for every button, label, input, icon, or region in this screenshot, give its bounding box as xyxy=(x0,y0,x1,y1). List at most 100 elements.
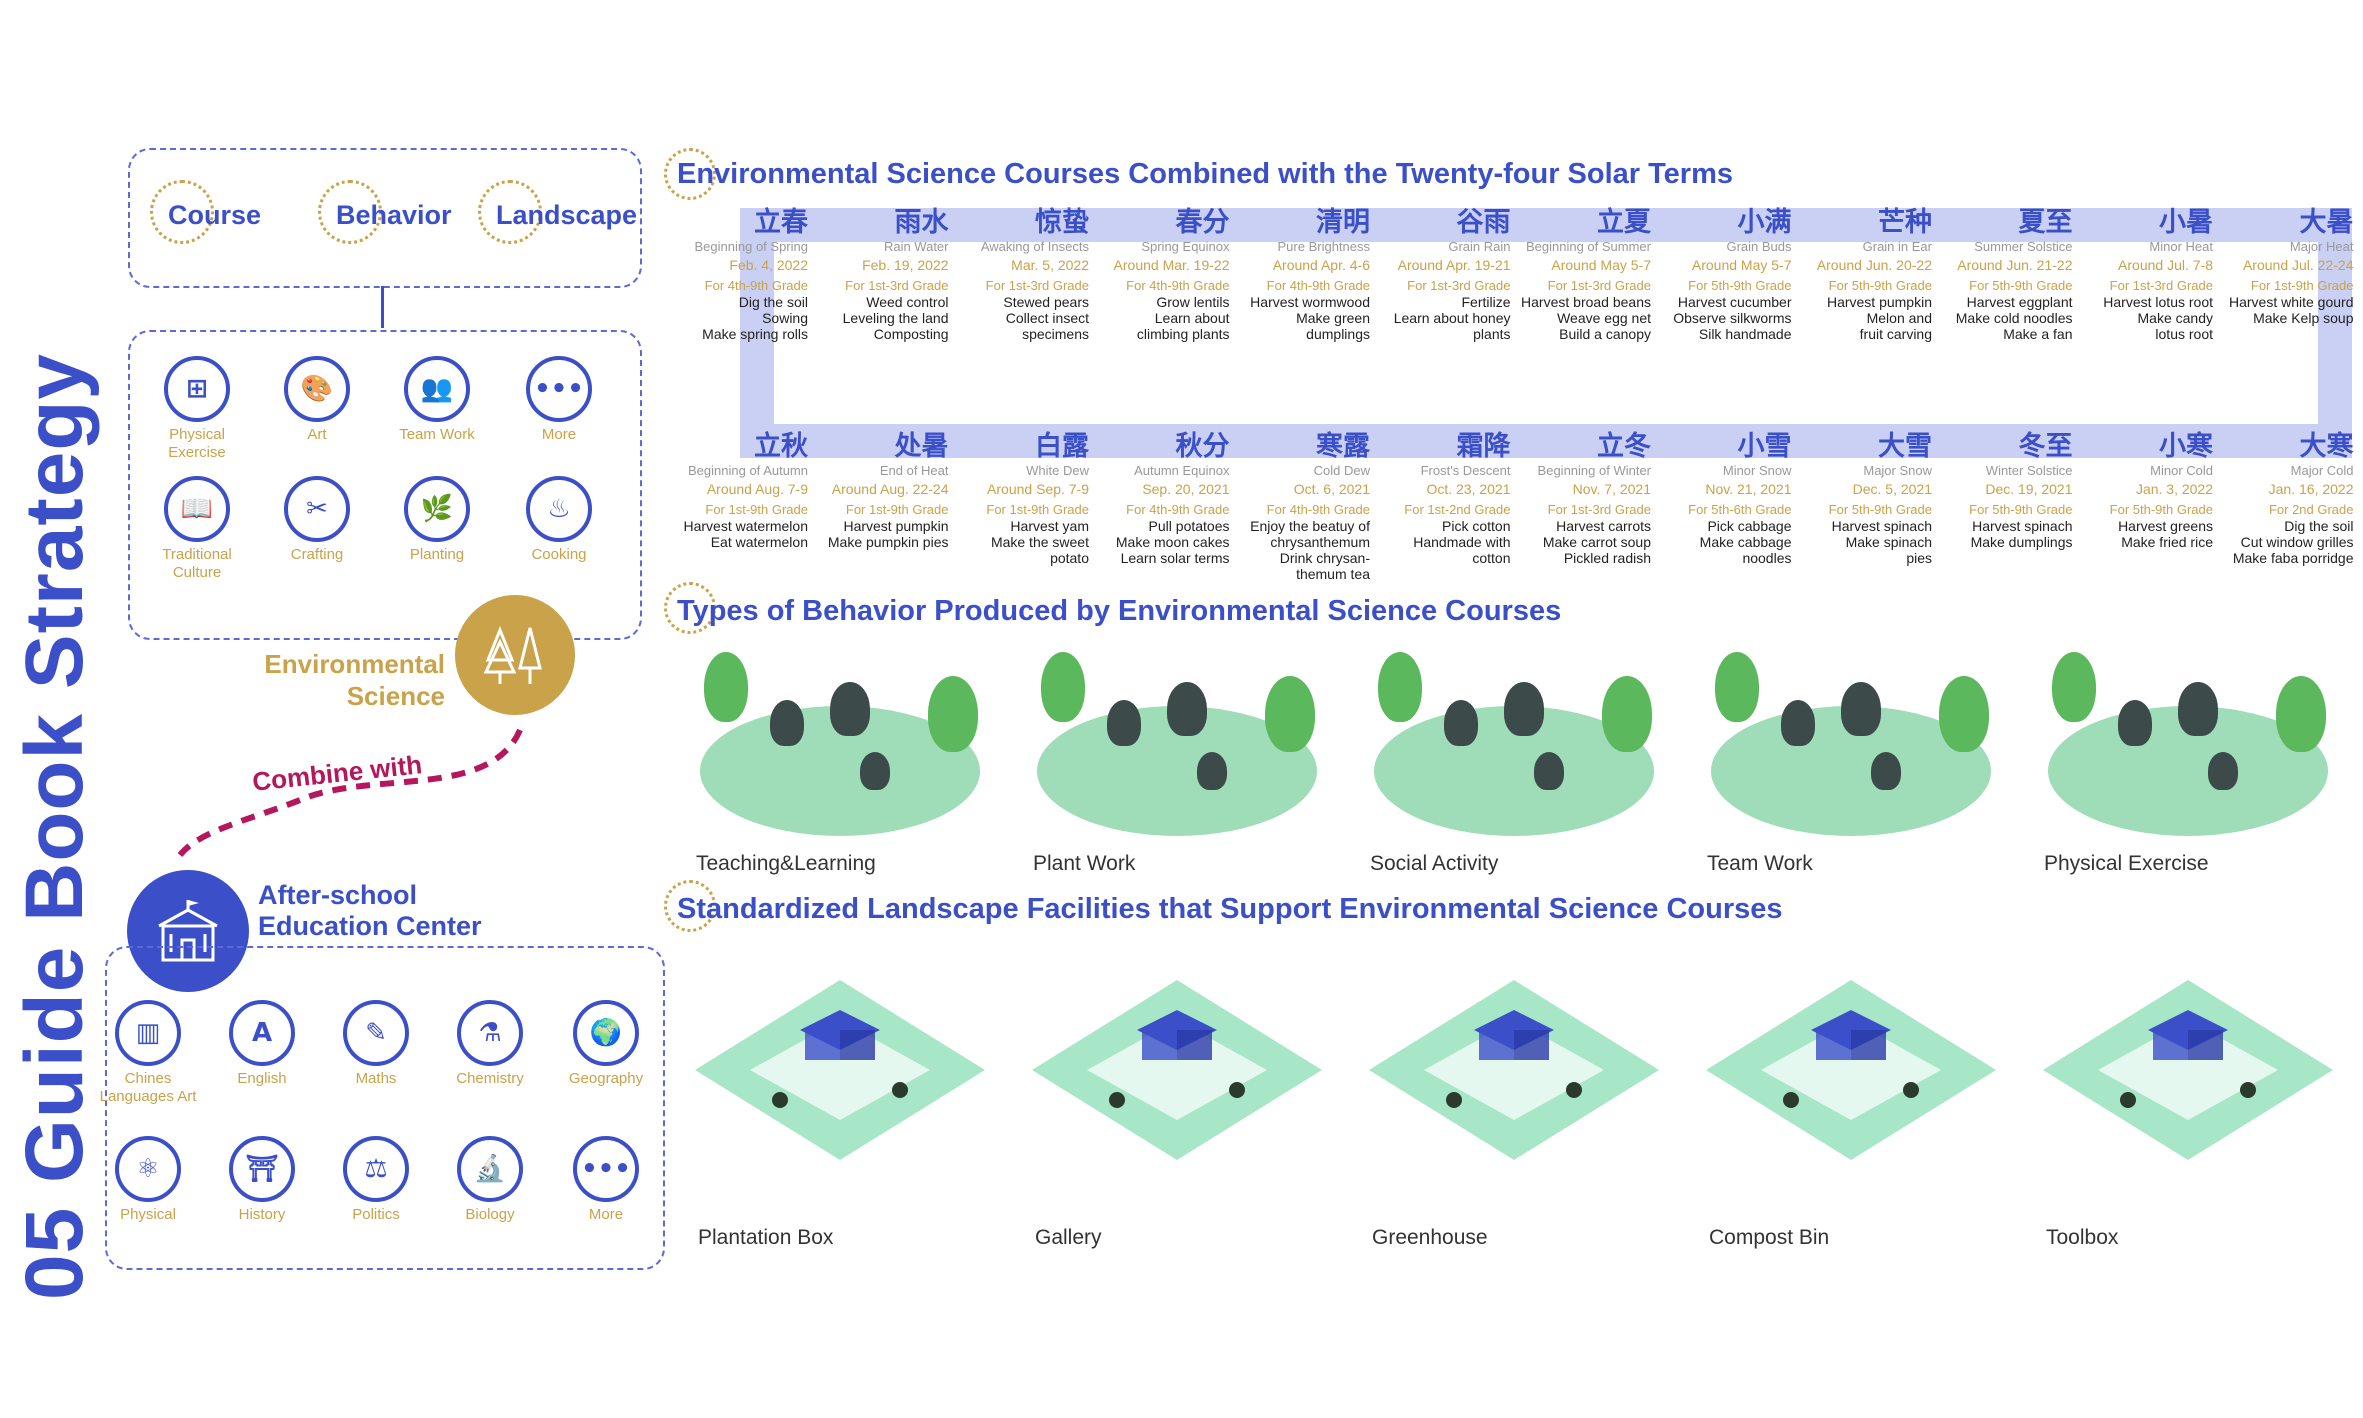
term-grade: For 1st-3rd Grade xyxy=(985,278,1089,293)
term-date: Around Jun. 21-22 xyxy=(1957,257,2073,273)
behavior-item[interactable]: ••• More xyxy=(509,356,609,444)
solar-term[interactable]: 小暑 Minor Heat Around Jul. 7-8 For 1st-3r… xyxy=(2073,207,2213,342)
temple-icon: ⛩ xyxy=(229,1136,295,1202)
term-chinese-name: 冬至 xyxy=(2018,431,2073,462)
course-item[interactable]: 🌍 Geography xyxy=(556,1000,656,1088)
term-activity: Learn about xyxy=(1154,310,1230,326)
solar-term[interactable]: 小雪 Minor Snow Nov. 21, 2021 For 5th-6th … xyxy=(1652,431,1792,566)
behavior-item[interactable]: ♨ Cooking xyxy=(509,476,609,564)
term-chinese-name: 立冬 xyxy=(1597,431,1651,462)
solar-term[interactable]: 大寒 Major Cold Jan. 16, 2022 For 2nd Grad… xyxy=(2214,431,2354,566)
solar-term[interactable]: 大雪 Major Snow Dec. 5, 2021 For 5th-9th G… xyxy=(1792,431,1932,566)
term-chinese-name: 大寒 xyxy=(2299,431,2354,462)
facility-illustration xyxy=(2043,980,2333,1160)
behavior-item[interactable]: 🌿 Planting xyxy=(387,476,487,564)
course-item[interactable]: ▥ Chines Languages Art xyxy=(98,1000,198,1106)
school-badge xyxy=(127,870,249,992)
course-item[interactable]: 🔬 Biology xyxy=(440,1136,540,1224)
term-english-name: Beginning of Summer xyxy=(1525,239,1651,254)
tab-landscape[interactable]: Landscape xyxy=(496,200,638,230)
term-chinese-name: 立秋 xyxy=(754,431,808,462)
environmental-science-badge xyxy=(455,595,575,715)
tab-course[interactable]: Course xyxy=(168,200,262,230)
solar-term[interactable]: 处暑 End of Heat Around Aug. 22-24 For 1st… xyxy=(809,431,949,550)
palette-icon: 🎨 xyxy=(284,356,350,422)
behavior-item[interactable]: 📖 Traditional Culture xyxy=(147,476,247,582)
term-grade: For 4th-9th Grade xyxy=(1266,502,1370,517)
solar-term[interactable]: 大暑 Major Heat Around Jul. 22-24 For 1st-… xyxy=(2214,207,2354,326)
solar-term[interactable]: 白露 White Dew Around Sep. 7-9 For 1st-9th… xyxy=(949,431,1089,566)
person-figure xyxy=(2178,682,2218,736)
solar-term[interactable]: 秋分 Autumn Equinox Sep. 20, 2021 For 4th-… xyxy=(1090,431,1230,566)
tab-behavior[interactable]: Behavior xyxy=(336,200,452,230)
solar-term[interactable]: 小寒 Minor Cold Jan. 3, 2022 For 5th-9th G… xyxy=(2073,431,2213,550)
term-activity: Observe silkworms xyxy=(1673,310,1792,326)
term-grade: For 1st-3rd Grade xyxy=(2109,278,2213,293)
solar-term[interactable]: 寒露 Cold Dew Oct. 6, 2021 For 4th-9th Gra… xyxy=(1230,431,1370,582)
solar-term[interactable]: 立秋 Beginning of Autumn Around Aug. 7-9 F… xyxy=(668,431,809,550)
solar-term[interactable]: 立夏 Beginning of Summer Around May 5-7 Fo… xyxy=(1511,207,1651,342)
scales-icon: ⚖ xyxy=(343,1136,409,1202)
term-chinese-name: 大暑 xyxy=(2299,207,2354,238)
term-activity: Enjoy the beatuy of xyxy=(1250,518,1370,534)
behavior-item[interactable]: 🎨 Art xyxy=(267,356,367,444)
behavior-item[interactable]: 👥 Team Work xyxy=(387,356,487,444)
term-chinese-name: 处暑 xyxy=(894,431,949,462)
facility-caption: Gallery xyxy=(1035,1226,1102,1249)
behavior-caption: Team Work xyxy=(1707,852,1813,875)
term-english-name: Rain Water xyxy=(883,239,949,254)
behavior-item[interactable]: ⊞ Physical Exercise xyxy=(147,356,247,462)
book-icon: 📖 xyxy=(164,476,230,542)
behavior-item[interactable]: ✂ Crafting xyxy=(267,476,367,564)
solar-term[interactable]: 春分 Spring Equinox Around Mar. 19-22 For … xyxy=(1090,207,1230,342)
term-activity: Dig the soil xyxy=(738,294,808,310)
term-chinese-name: 小雪 xyxy=(1737,431,1792,462)
term-grade: For 4th-9th Grade xyxy=(1126,502,1230,517)
course-item[interactable]: ⚖ Politics xyxy=(326,1136,426,1224)
term-activity: Fertilize xyxy=(1461,294,1511,310)
term-activity: Learn about honey xyxy=(1393,310,1511,326)
solar-section-title: Environmental Science Courses Combined w… xyxy=(677,158,1734,190)
facility-illustration xyxy=(1369,980,1659,1160)
term-activity: noodles xyxy=(1742,550,1792,566)
person-figure xyxy=(1197,752,1227,790)
solar-term[interactable]: 清明 Pure Brightness Around Apr. 4-6 For 4… xyxy=(1230,207,1370,342)
microscope-icon: 🔬 xyxy=(457,1136,523,1202)
term-chinese-name: 惊蛰 xyxy=(1035,207,1089,238)
books-icon: ▥ xyxy=(115,1000,181,1066)
course-item[interactable]: ⚛ Physical xyxy=(98,1136,198,1224)
term-date: Oct. 23, 2021 xyxy=(1426,481,1511,497)
solar-term[interactable]: 冬至 Winter Solstice Dec. 19, 2021 For 5th… xyxy=(1933,431,2073,550)
solar-term[interactable]: 雨水 Rain Water Feb. 19, 2022 For 1st-3rd … xyxy=(809,207,949,342)
solar-term[interactable]: 立春 Beginning of Spring Feb. 4, 2022 For … xyxy=(668,207,808,342)
solar-term[interactable]: 谷雨 Grain Rain Around Apr. 19-21 For 1st-… xyxy=(1371,207,1511,342)
behavior-item-label: Cooking xyxy=(531,546,587,563)
solar-term[interactable]: 芒种 Grain in Ear Around Jun. 20-22 For 5t… xyxy=(1792,207,1932,342)
tree-icon xyxy=(2276,676,2326,752)
course-item[interactable]: A English xyxy=(212,1000,312,1088)
term-chinese-name: 谷雨 xyxy=(1456,207,1511,238)
environmental-science-label: Environmental Science xyxy=(264,649,445,711)
course-item[interactable]: ••• More xyxy=(556,1136,656,1224)
solar-term[interactable]: 立冬 Beginning of Winter Nov. 7, 2021 For … xyxy=(1511,431,1651,566)
term-activity: Dig the soil xyxy=(2284,518,2354,534)
course-item[interactable]: ✎ Maths xyxy=(326,1000,426,1088)
solar-term[interactable]: 小满 Grain Buds Around May 5-7 For 5th-9th… xyxy=(1652,207,1792,342)
term-english-name: End of Heat xyxy=(879,463,949,478)
globe-icon: 🌍 xyxy=(573,1000,639,1066)
course-item[interactable]: ⛩ History xyxy=(212,1136,312,1224)
term-activity: plants xyxy=(1473,326,1511,342)
behavior-caption: Social Activity xyxy=(1370,852,1499,875)
course-item[interactable]: ⚗ Chemistry xyxy=(440,1000,540,1088)
solar-term[interactable]: 夏至 Summer Solstice Around Jun. 21-22 For… xyxy=(1933,207,2073,342)
solar-term[interactable]: 惊蛰 Awaking of Insects Mar. 5, 2022 For 1… xyxy=(949,207,1089,342)
solar-term[interactable]: 霜降 Frost's Descent Oct. 23, 2021 For 1st… xyxy=(1371,431,1511,566)
